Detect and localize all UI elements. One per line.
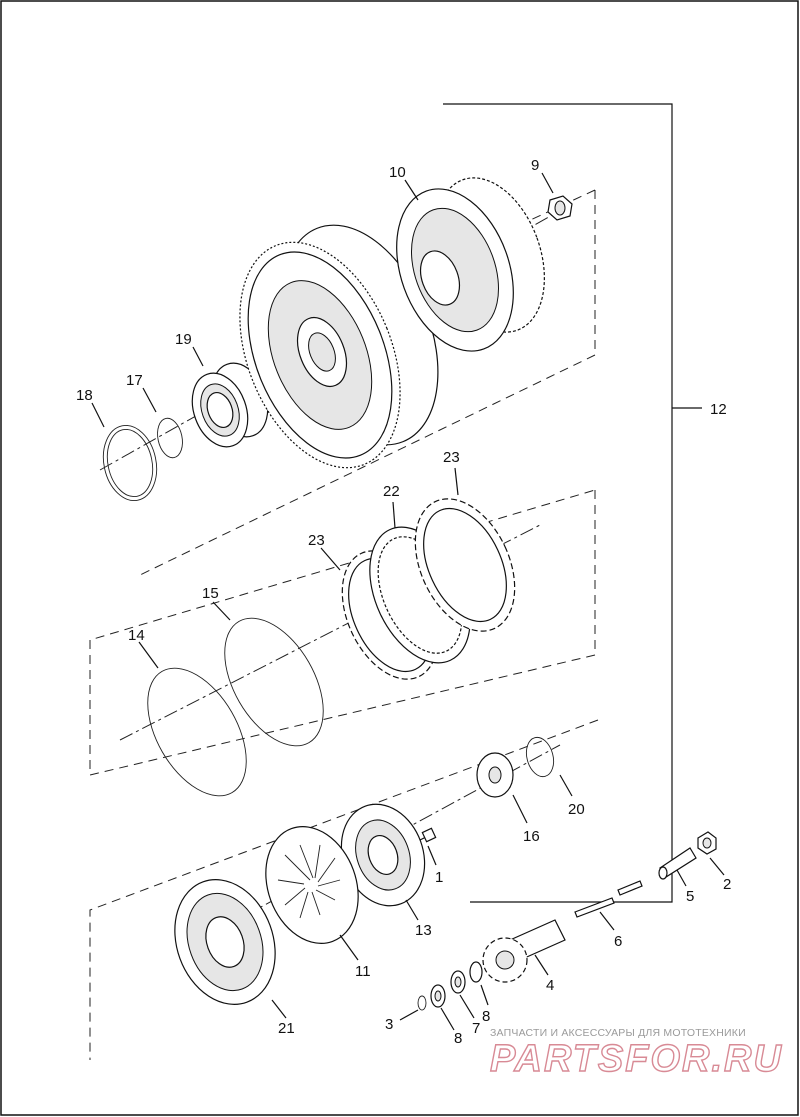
callout-5: 5 bbox=[686, 888, 694, 905]
callout-15: 15 bbox=[202, 585, 219, 602]
callout-19: 19 bbox=[175, 331, 192, 348]
callout-12: 12 bbox=[710, 401, 727, 418]
part-11-diaphragm-spring bbox=[265, 826, 359, 944]
callout-16: 16 bbox=[523, 828, 540, 845]
part-10-clutch-hub bbox=[396, 177, 545, 352]
part-18-retaining-ring bbox=[102, 424, 158, 502]
part-16-pressure-plate-lifter bbox=[476, 752, 514, 798]
callout-23-front: 23 bbox=[308, 532, 325, 549]
callout-8-left: 8 bbox=[454, 1030, 462, 1047]
callout-8-right: 8 bbox=[482, 1008, 490, 1025]
part-20-retaining-ring bbox=[525, 736, 555, 778]
watermark-caption: ЗАПЧАСТИ И АКСЕССУАРЫ ДЛЯ МОТОТЕХНИКИ bbox=[490, 1027, 746, 1039]
part-5-adjusting-screw bbox=[658, 847, 697, 880]
callout-22: 22 bbox=[383, 483, 400, 500]
watermark-logo: PARTSFOR.RU bbox=[490, 1038, 783, 1080]
part-3-retaining-ring bbox=[417, 995, 427, 1011]
callout-2: 2 bbox=[723, 876, 731, 893]
part-8-washer-right bbox=[469, 961, 483, 983]
callout-3: 3 bbox=[385, 1016, 393, 1033]
part-4-release-ramp bbox=[482, 919, 566, 983]
part-15-o-ring bbox=[224, 617, 324, 747]
callout-6: 6 bbox=[614, 933, 622, 950]
part-8-washer-left bbox=[430, 984, 446, 1008]
part-7-bearing bbox=[450, 970, 466, 994]
part-2-nut bbox=[697, 831, 717, 855]
leader-lines bbox=[91, 172, 725, 1031]
part-19-bearing bbox=[191, 362, 269, 448]
part-21-pressure-plate bbox=[174, 879, 276, 1005]
callout-7: 7 bbox=[472, 1020, 480, 1037]
callout-12-bracket bbox=[443, 103, 673, 903]
callout-1: 1 bbox=[435, 869, 443, 886]
callout-11: 11 bbox=[355, 963, 371, 980]
callout-14: 14 bbox=[128, 627, 145, 644]
part-23-friction-plate-rear bbox=[414, 498, 516, 632]
part-14-o-ring bbox=[147, 667, 247, 797]
part-6-push-rod bbox=[574, 880, 643, 918]
callout-17: 17 bbox=[126, 372, 143, 389]
part-13-spring-seat bbox=[340, 803, 426, 907]
callout-9: 9 bbox=[531, 157, 539, 174]
callout-10: 10 bbox=[389, 164, 406, 181]
part-17-snap-ring bbox=[157, 417, 183, 459]
callout-4: 4 bbox=[546, 977, 554, 994]
part-9-nut bbox=[547, 195, 573, 221]
clutch-shell-ring-gear bbox=[239, 224, 439, 469]
callout-23-rear: 23 bbox=[443, 449, 460, 466]
group-box-middle bbox=[89, 489, 596, 776]
callout-21: 21 bbox=[278, 1020, 295, 1037]
callout-20: 20 bbox=[568, 801, 585, 818]
callout-13: 13 bbox=[415, 922, 432, 939]
group-box-bottom bbox=[89, 719, 599, 1060]
callout-18: 18 bbox=[76, 387, 93, 404]
